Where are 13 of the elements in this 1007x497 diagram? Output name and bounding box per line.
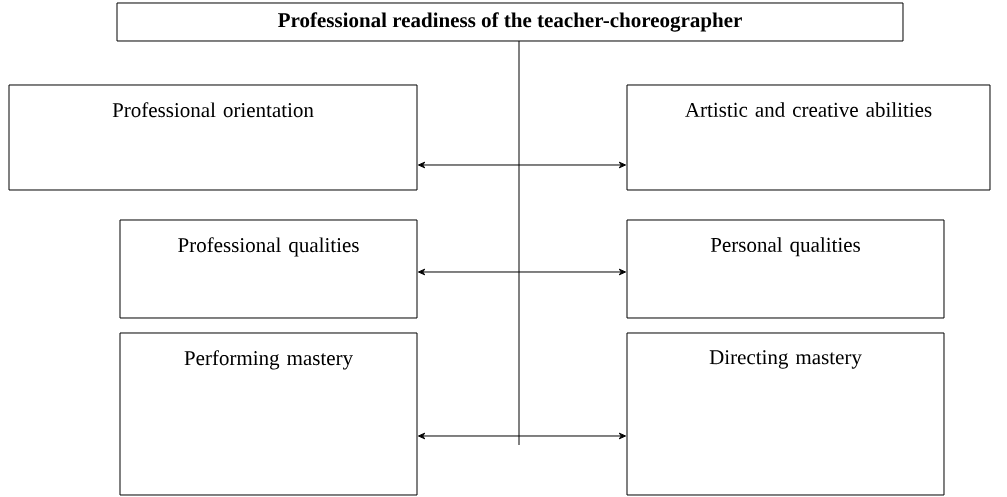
concept-box: Professional orientation [8, 84, 418, 191]
arrow [518, 432, 627, 440]
concept-box: Personal qualities [626, 219, 945, 319]
title-box: Professional readiness of the teacher-choreographer [116, 2, 904, 42]
arrow [417, 161, 520, 169]
concept-box: Directing mastery [626, 332, 945, 496]
arrow [417, 268, 520, 276]
arrow [518, 268, 627, 276]
concept-box: Performing mastery [119, 332, 418, 496]
arrow [518, 161, 627, 169]
concept-box: Professional qualities [119, 219, 418, 319]
concept-box: Artistic and creative abilities [626, 84, 991, 191]
arrow [417, 432, 520, 440]
